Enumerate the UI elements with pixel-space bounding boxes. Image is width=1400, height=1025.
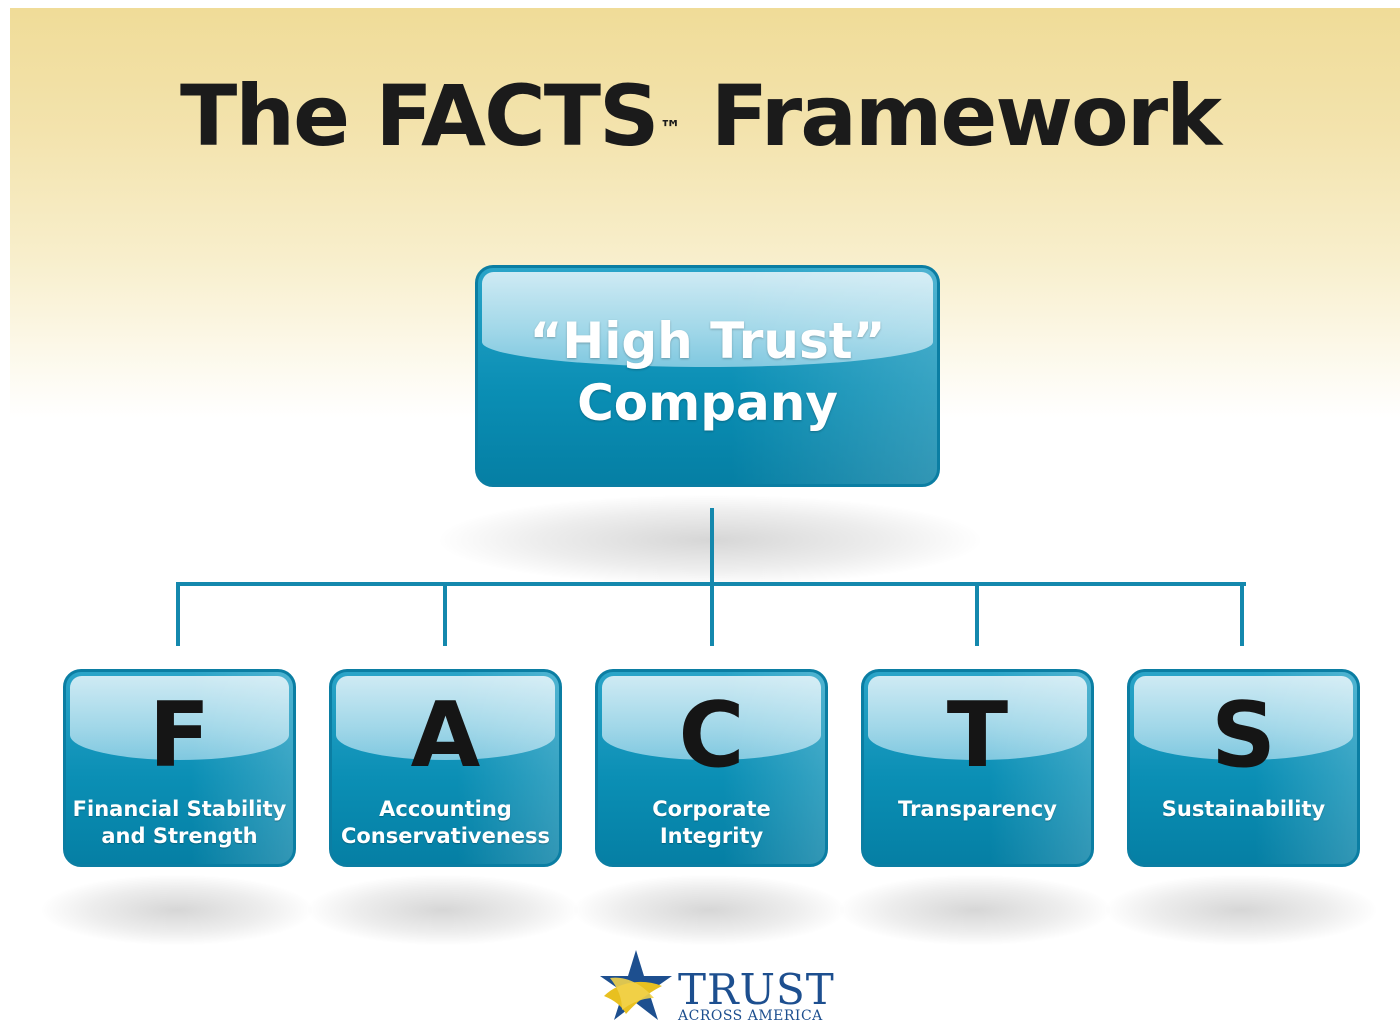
title-spacer xyxy=(684,67,711,165)
logo-wordmark: TRUST xyxy=(678,965,835,1014)
title-suffix: Framework xyxy=(710,67,1222,165)
pillar-letter: T xyxy=(946,683,1009,788)
pillar-label: Financial Stability and Strength xyxy=(72,797,287,848)
pillar-label: Corporate Integrity xyxy=(652,797,771,848)
logo-subtitle: ACROSS AMERICA xyxy=(678,1008,823,1024)
trademark-symbol: ™ xyxy=(659,117,682,142)
pillar-label: Transparency xyxy=(898,797,1057,821)
pillar-shadow-s xyxy=(1106,875,1376,945)
connector-branch-t xyxy=(975,582,979,646)
page-title: The FACTS™ Framework xyxy=(0,66,1400,166)
connector-branch-c xyxy=(710,582,714,646)
root-node-line1: “High Trust” xyxy=(529,312,886,370)
connector-branch-f xyxy=(176,582,180,646)
connector-branch-a xyxy=(443,582,447,646)
pillar-shadow-f xyxy=(42,875,312,945)
pillar-f: F Financial Stability and Strength xyxy=(63,669,296,867)
pillar-label: Sustainability xyxy=(1161,797,1326,821)
pillar-label: Accounting Conservativeness xyxy=(340,797,551,848)
pillar-letter: F xyxy=(148,683,211,788)
title-main: The FACTS xyxy=(180,67,660,165)
root-node-line2: Company xyxy=(577,374,838,432)
connector-branch-s xyxy=(1240,582,1244,646)
root-node: “High Trust” Company xyxy=(475,265,940,487)
pillar-letter: S xyxy=(1211,683,1276,788)
pillar-shadow-a xyxy=(308,875,578,945)
pillar-letter: A xyxy=(410,683,481,788)
pillar-shadow-c xyxy=(574,875,844,945)
pillar-letter: C xyxy=(678,683,745,788)
star-ribbon-icon xyxy=(600,950,672,1020)
pillar-s: S Sustainability xyxy=(1127,669,1360,867)
connector-trunk xyxy=(710,508,714,586)
pillar-a: A Accounting Conservativeness xyxy=(329,669,562,867)
pillar-c: C Corporate Integrity xyxy=(595,669,828,867)
pillar-t: T Transparency xyxy=(861,669,1094,867)
trust-across-america-logo: TRUST ACROSS AMERICA xyxy=(596,948,834,1024)
root-node-label: “High Trust” Company xyxy=(478,310,937,434)
pillar-shadow-t xyxy=(840,875,1110,945)
